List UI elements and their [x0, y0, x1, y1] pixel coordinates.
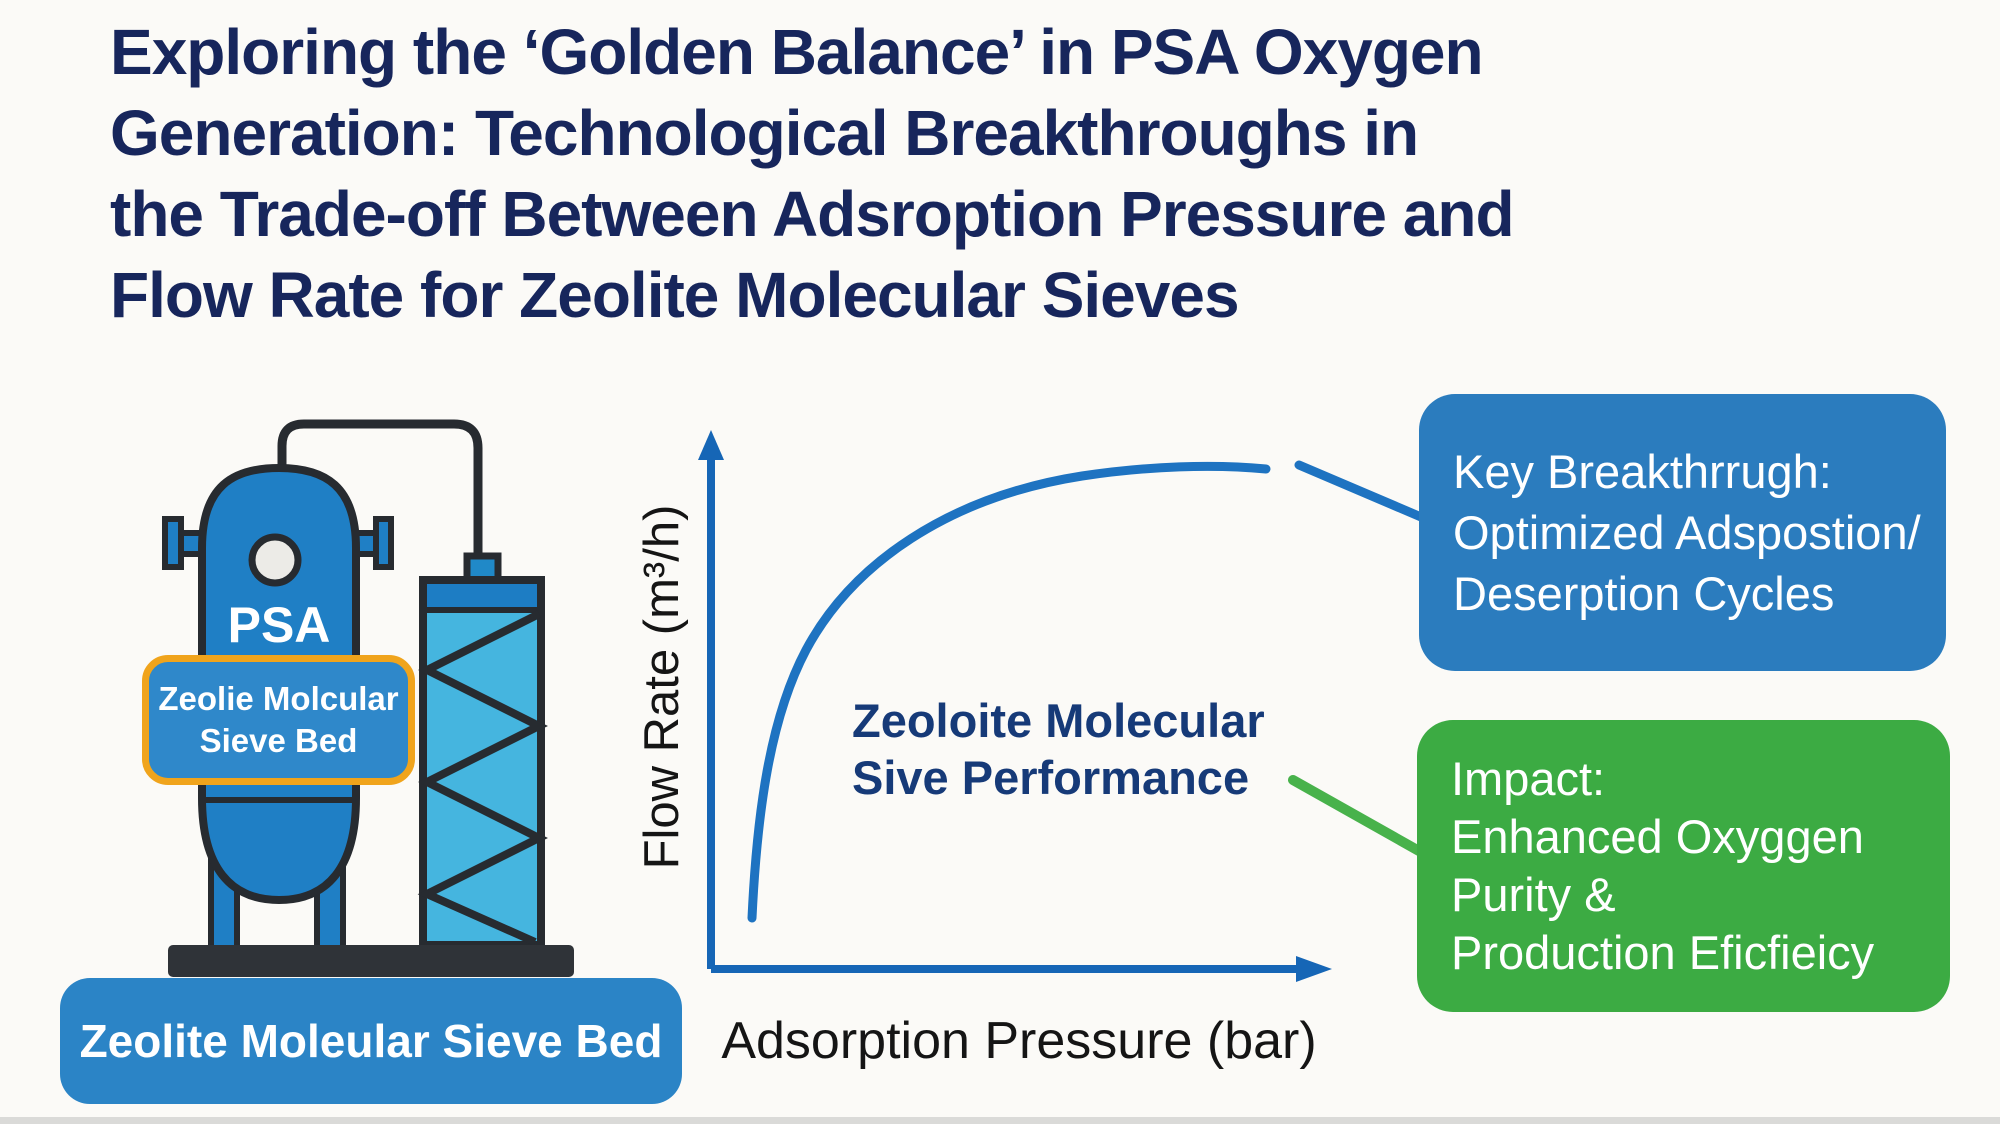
sieve-column-zigzag — [417, 610, 548, 946]
impact-line-1: Impact: — [1451, 752, 1606, 805]
connecting-pipe — [277, 419, 483, 557]
sieve-bed-caption: Zeolite Moleular Sieve Bed — [60, 978, 682, 1104]
sieve-bed-tag-line-2: Sieve Bed — [199, 722, 358, 759]
base-platform — [168, 945, 574, 977]
bottom-edge-strip — [0, 1117, 2000, 1124]
key-breakthrough-line-1: Key Breakthrrugh: — [1453, 445, 1832, 498]
key-breakthrough-line-2: Optimized Adspostion/ — [1453, 506, 1921, 559]
vessel-porthole — [248, 533, 302, 587]
impact-callout: Impact: Enhanced Oxyggen Purity & Produc… — [1417, 720, 1950, 1012]
sieve-bed-tag: Zeolie Molcular Sieve Bed — [142, 655, 415, 785]
impact-line-4: Production Eficfieicy — [1451, 926, 1875, 979]
x-axis-label: Adsorption Pressure (bar) — [721, 1012, 1317, 1070]
sieve-bed-caption-text: Zeolite Moleular Sieve Bed — [79, 1015, 663, 1067]
page-title: Exploring the ‘Golden Balance’ in PSA Ox… — [110, 12, 1900, 336]
impact-line-3: Purity & — [1451, 868, 1616, 921]
key-breakthrough-callout: Key Breakthrrugh: Optimized Adspostion/ … — [1419, 394, 1946, 671]
title-line-2: Generation: Technological Breakthroughs … — [110, 97, 1419, 169]
key-breakthrough-line-3: Deserption Cycles — [1453, 567, 1835, 620]
impact-line-2: Enhanced Oxyggen — [1451, 810, 1864, 863]
title-line-4: Flow Rate for Zeolite Molecular Sieves — [110, 259, 1240, 331]
sieve-bed-tag-line-1: Zeolie Molcular — [158, 680, 399, 717]
y-axis-arrowhead — [698, 430, 724, 460]
vessel-psa-label: PSA — [227, 597, 331, 653]
title-line-3: the Trade-off Between Adsroption Pressur… — [110, 178, 1515, 250]
chart-annotation: Zeoloite Molecular Sive Performance — [852, 692, 1265, 806]
x-axis-arrowhead — [1296, 956, 1332, 982]
title-line-1: Exploring the ‘Golden Balance’ in PSA Ox… — [110, 16, 1484, 88]
chart-annotation-line-1: Zeoloite Molecular — [852, 694, 1265, 747]
impact-connector-line — [1288, 775, 1424, 856]
chart-annotation-line-2: Sive Performance — [852, 751, 1250, 804]
breakthrough-connector-line — [1294, 460, 1426, 522]
sieve-column-top-band — [427, 584, 537, 608]
performance-curve — [747, 461, 1271, 923]
performance-chart — [698, 430, 1426, 982]
y-axis-label: Flow Rate (m³/h) — [635, 504, 689, 870]
right-nozzle-flange — [373, 516, 394, 570]
